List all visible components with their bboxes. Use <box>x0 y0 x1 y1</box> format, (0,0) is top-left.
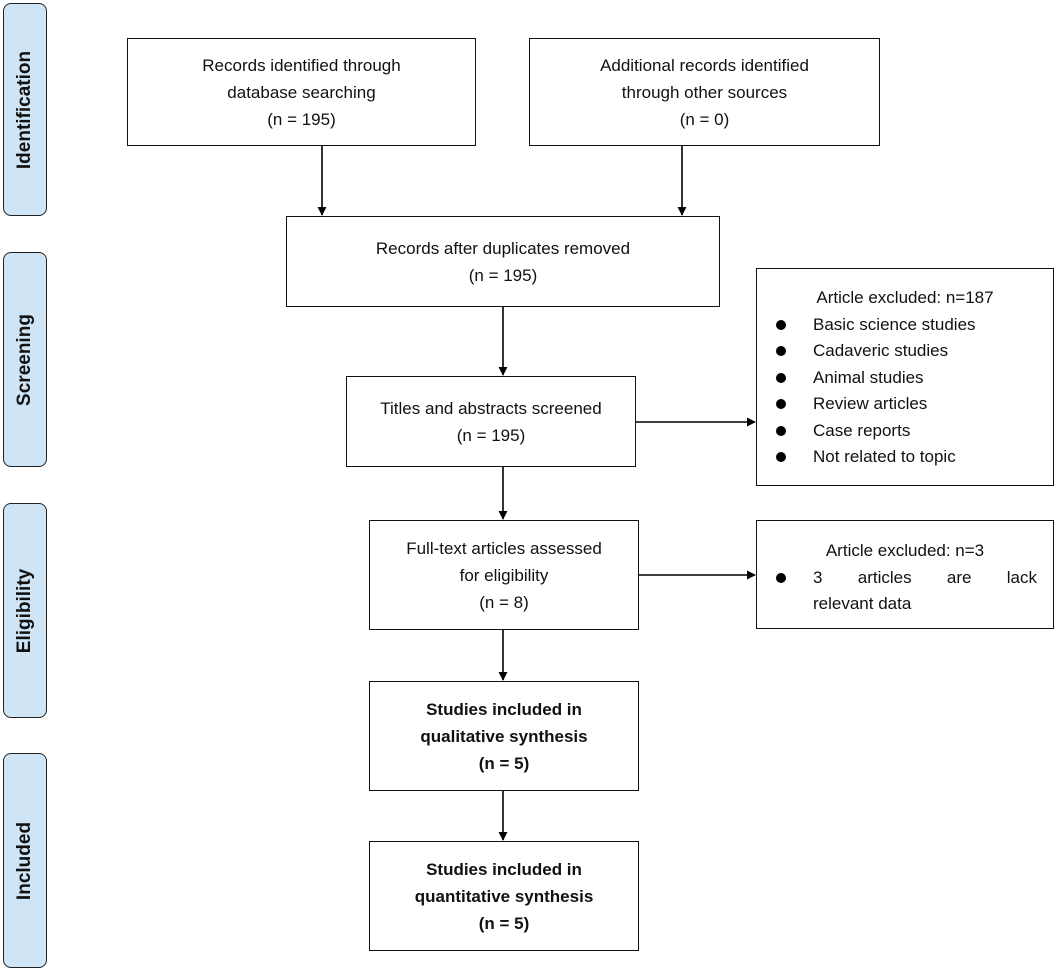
full-text-line2: for eligibility <box>459 565 549 585</box>
qualitative-count: (n = 5) <box>478 753 530 773</box>
excluded-eligibility-list: 3 articles are lack relevant data <box>757 565 1053 618</box>
excluded-reason: Cadaveric studies <box>757 338 1053 365</box>
box-quantitative: Studies included in quantitative synthes… <box>369 841 639 951</box>
box-database-search: Records identified through database sear… <box>127 38 476 146</box>
box-full-text: Full-text articles assessed for eligibil… <box>369 520 639 630</box>
quantitative-count: (n = 5) <box>478 913 530 933</box>
excluded-reason: Not related to topic <box>757 444 1053 471</box>
database-search-line2: database searching <box>227 82 376 102</box>
qualitative-line2: qualitative synthesis <box>420 726 588 746</box>
excluded-reason-line2: relevant data <box>813 594 912 613</box>
qualitative-line1: Studies included in <box>426 699 582 719</box>
full-text-line1: Full-text articles assessed <box>406 538 602 558</box>
excluded-reason: Basic science studies <box>757 312 1053 339</box>
phase-identification: Identification <box>3 3 47 216</box>
phase-eligibility: Eligibility <box>3 503 47 718</box>
excluded-reason: 3 articles are lack relevant data <box>757 565 1053 618</box>
phase-included: Included <box>3 753 47 968</box>
duplicates-removed-count: (n = 195) <box>468 265 538 285</box>
phase-screening: Screening <box>3 252 47 467</box>
excluded-eligibility-title: Article excluded: n=3 <box>825 541 985 560</box>
quantitative-line1: Studies included in <box>426 859 582 879</box>
excluded-reason: Case reports <box>757 418 1053 445</box>
other-sources-line1: Additional records identified <box>600 55 809 75</box>
excluded-screening-title: Article excluded: n=187 <box>816 288 994 307</box>
database-search-line1: Records identified through <box>202 55 401 75</box>
screened-count: (n = 195) <box>456 425 526 445</box>
other-sources-count: (n = 0) <box>679 109 730 129</box>
box-qualitative: Studies included in qualitative synthesi… <box>369 681 639 791</box>
excluded-reason: Review articles <box>757 391 1053 418</box>
full-text-count: (n = 8) <box>479 592 529 612</box>
quantitative-line2: quantitative synthesis <box>414 886 594 906</box>
excluded-screening-list: Basic science studies Cadaveric studies … <box>757 312 1053 471</box>
screened-line1: Titles and abstracts screened <box>380 398 602 418</box>
other-sources-line2: through other sources <box>621 82 788 102</box>
box-screened: Titles and abstracts screened (n = 195) <box>346 376 636 467</box>
box-excluded-eligibility: Article excluded: n=3 3 articles are lac… <box>756 520 1054 629</box>
excluded-reason: Animal studies <box>757 365 1053 392</box>
database-search-count: (n = 195) <box>267 109 336 129</box>
duplicates-removed-line1: Records after duplicates removed <box>375 238 631 258</box>
box-duplicates-removed: Records after duplicates removed (n = 19… <box>286 216 720 307</box>
excluded-reason-line1: 3 articles are lack <box>813 567 1037 587</box>
box-other-sources: Additional records identified through ot… <box>529 38 880 146</box>
box-excluded-screening: Article excluded: n=187 Basic science st… <box>756 268 1054 486</box>
